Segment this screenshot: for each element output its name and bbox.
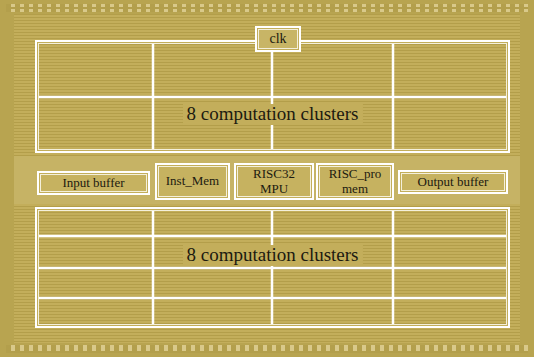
block-box: Input buffer <box>37 171 150 195</box>
block-box: clk <box>255 26 301 52</box>
block-label: 8 computation clusters <box>182 104 362 125</box>
block-label: Output buffer <box>415 175 492 189</box>
cluster-region: 8 computation clusters <box>35 207 510 328</box>
cluster-region: 8 computation clusters <box>35 40 510 153</box>
cluster-grid <box>35 40 510 328</box>
bond-pads <box>6 345 528 353</box>
center-strip <box>14 156 520 204</box>
block-label: 8 computation clusters <box>182 245 362 266</box>
block-label: Inst_Mem <box>163 174 222 188</box>
block-box: Output buffer <box>398 170 508 194</box>
block-label: RISC_pro mem <box>318 167 392 196</box>
block-box: RISC_pro mem <box>316 163 394 200</box>
block-label: RISC32 MPU <box>236 167 312 196</box>
core-area <box>14 14 520 343</box>
block-label: clk <box>266 31 289 46</box>
block-label: Input buffer <box>59 176 127 190</box>
bond-pads <box>6 4 528 12</box>
block-box: RISC32 MPU <box>234 163 314 200</box>
block-box: Inst_Mem <box>155 163 230 200</box>
